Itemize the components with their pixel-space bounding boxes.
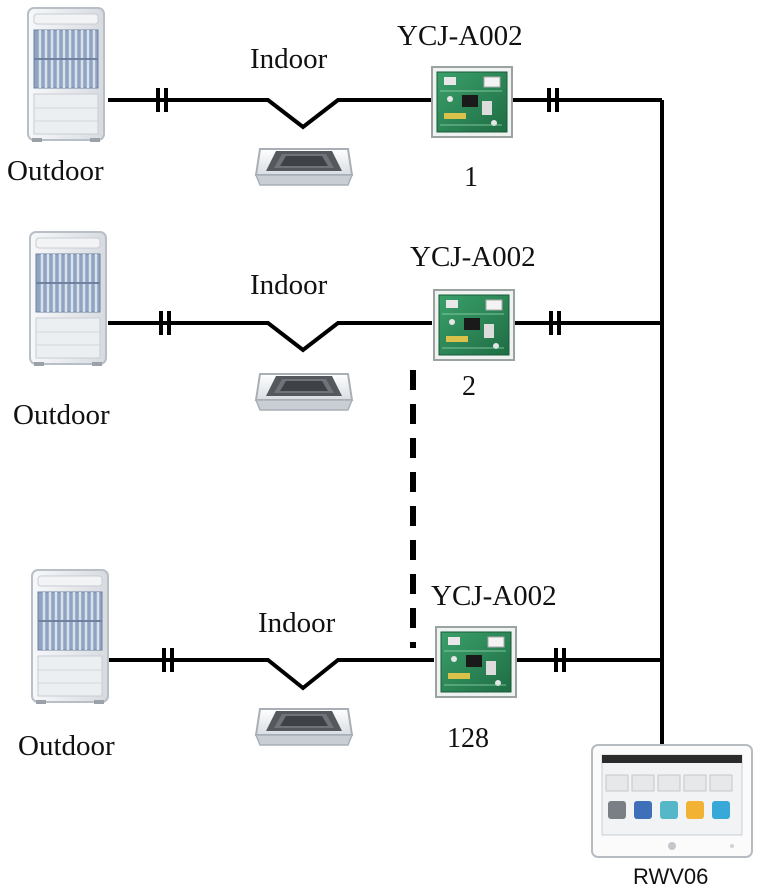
gateway-model-label: YCJ-A002 [431,580,557,612]
outdoor-label: Outdoor [18,730,115,762]
gateway-number-label: 128 [447,723,489,754]
gateway-board-icon [433,289,515,361]
cassette-indoor-unit-icon [255,148,353,186]
outdoor-unit-icon [26,6,106,144]
cassette-indoor-unit-icon [255,708,353,746]
gateway-board-icon [431,66,513,138]
gateway-model-label: YCJ-A002 [410,241,536,273]
controller-label: RWV06 [633,864,708,889]
indoor-label: Indoor [250,269,328,301]
outdoor-unit-icon [30,568,110,706]
indoor-label: Indoor [250,43,328,75]
row-3-link-outdoor-indoor [108,658,434,691]
outdoor-unit-icon [28,230,108,368]
row-1: Outdoor Indoor YCJ-A002 1 [7,6,662,193]
outdoor-label: Outdoor [7,155,104,187]
touch-panel-controller-icon [591,744,753,858]
gateway-number-label: 1 [464,162,478,193]
gateway-model-label: YCJ-A002 [397,20,523,52]
row-1-link-outdoor-indoor [108,98,432,130]
cassette-indoor-unit-icon [255,373,353,411]
row-3: Outdoor Indoor YCJ-A002 128 [18,568,662,762]
outdoor-label: Outdoor [13,399,110,431]
row-2-link-outdoor-indoor [108,321,432,353]
indoor-label: Indoor [258,607,336,639]
gateway-number-label: 2 [462,371,476,402]
gateway-board-icon [435,626,517,698]
row-2: Outdoor Indoor YCJ-A002 2 [13,230,662,431]
